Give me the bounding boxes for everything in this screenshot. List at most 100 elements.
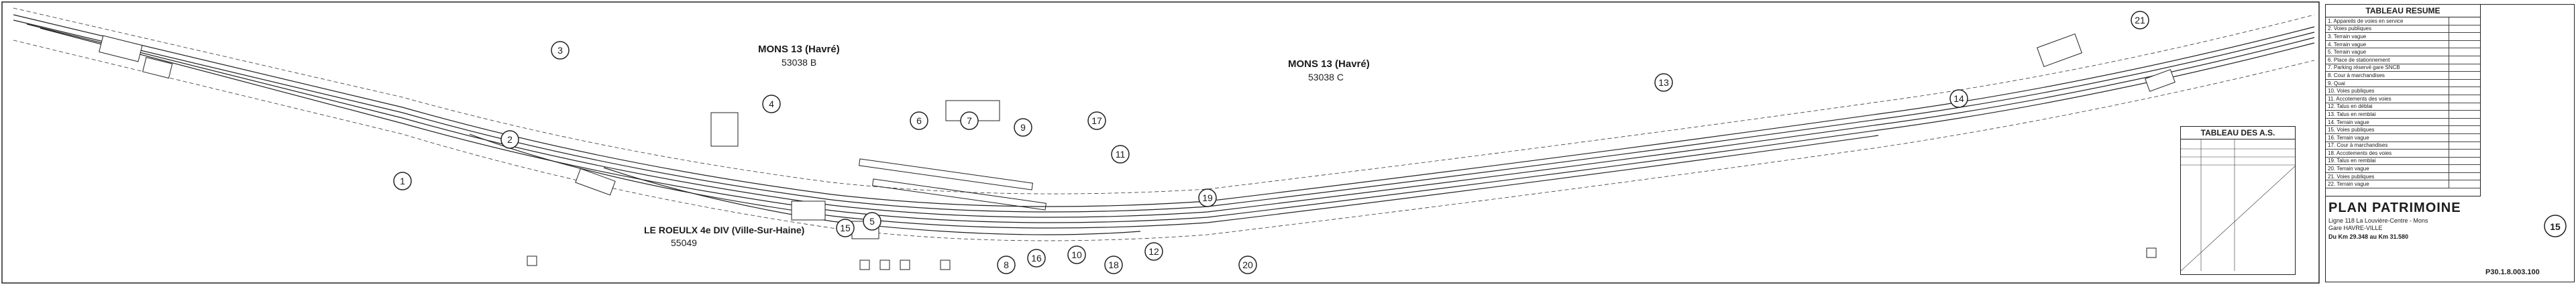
resume-label: 3. Terrain vague	[2326, 32, 2449, 41]
resume-label: 22. Terrain vague	[2326, 180, 2449, 189]
resume-label: 14. Terrain vague	[2326, 118, 2449, 127]
resume-label: 7. Parking réservé gare SNCB	[2326, 64, 2449, 72]
parcel-boundaries	[13, 7, 2315, 241]
resume-row: 6. Place de stationnement	[2326, 56, 2480, 64]
parcel-circle-1	[393, 172, 412, 190]
cartouche-ref: P30.1.8.003.100	[2485, 268, 2540, 276]
parcel-circle-11	[1111, 145, 1130, 164]
parcel-circle-13	[1654, 73, 1673, 92]
resume-row: 21. Voies publiques	[2326, 172, 2480, 181]
parcel-number-2: 2	[507, 134, 513, 145]
parcel-circle-17	[1087, 111, 1106, 130]
parcel-number-16: 16	[1031, 253, 1042, 264]
parcel-circle-20	[1238, 255, 1257, 274]
parcel-number-3: 3	[557, 45, 563, 56]
cartouche-side: 15 P30.1.8.003.100	[2481, 199, 2573, 280]
resume-row: 16. Terrain vague	[2326, 133, 2480, 142]
cartouche-badge: 15	[2550, 221, 2561, 232]
resume-label: 8. Cour à marchandises	[2326, 71, 2449, 80]
parcel-circle-9	[1014, 118, 1032, 137]
resume-value	[2449, 172, 2480, 181]
resume-row: 3. Terrain vague	[2326, 32, 2480, 41]
resume-label: 17. Cour à marchandises	[2326, 141, 2449, 150]
buildings	[99, 34, 2176, 239]
resume-row: 15. Voies publiques	[2326, 125, 2480, 134]
resume-value	[2449, 95, 2480, 103]
resume-value	[2449, 79, 2480, 88]
tableau-as-panel: TABLEAU DES A.S.	[2180, 126, 2296, 275]
parcel-circle-10	[1067, 245, 1086, 264]
resume-row: 19. Talus en remblai	[2326, 157, 2480, 166]
parcel-number-20: 20	[1242, 260, 1253, 270]
resume-value	[2449, 32, 2480, 41]
resume-value	[2449, 103, 2480, 111]
parcel-circle-4	[762, 95, 781, 113]
parcel-circle-7	[960, 111, 979, 130]
tableau-as-title: TABLEAU DES A.S.	[2181, 127, 2295, 139]
resume-value	[2449, 133, 2480, 142]
resume-label: 5. Terrain vague	[2326, 48, 2449, 56]
resume-label: 11. Accotements des voies	[2326, 95, 2449, 103]
resume-value	[2449, 64, 2480, 72]
resume-value	[2449, 110, 2480, 119]
resume-row: 8. Cour à marchandises	[2326, 71, 2480, 80]
label-mons-right-code: 53038 C	[1308, 72, 1344, 82]
parcel-circle-15	[836, 219, 855, 237]
resume-value	[2449, 157, 2480, 166]
parcel-number-17: 17	[1091, 115, 1102, 126]
parcel-number-21: 21	[2135, 15, 2145, 25]
cartouche-title: PLAN PATRIMOINE	[2328, 201, 2461, 215]
resume-label: 21. Voies publiques	[2326, 172, 2449, 181]
resume-label: 6. Place de stationnement	[2326, 56, 2449, 64]
station-platforms	[859, 158, 1046, 211]
resume-label: 9. Quai	[2326, 79, 2449, 88]
resume-row: 17. Cour à marchandises	[2326, 141, 2480, 150]
resume-value	[2449, 56, 2480, 64]
resume-label: 15. Voies publiques	[2326, 125, 2449, 134]
parcel-circle-16	[1027, 249, 1046, 268]
parcel-number-18: 18	[1108, 260, 1119, 270]
parcel-number-7: 7	[967, 115, 972, 126]
resume-row: 11. Accotements des voies	[2326, 95, 2480, 103]
parcel-number-11: 11	[1116, 149, 1126, 160]
cartouche-gare: Gare HAVRE-VILLE	[2328, 225, 2383, 231]
parcel-number-1: 1	[400, 176, 405, 186]
parcel-number-12: 12	[1148, 246, 1159, 257]
cartouche-km: Du Km 29.348 au Km 31.580	[2328, 233, 2409, 240]
resume-value	[2449, 40, 2480, 49]
resume-value	[2449, 180, 2480, 189]
resume-value	[2449, 17, 2480, 25]
resume-label: 20. Terrain vague	[2326, 164, 2449, 173]
cartouche: PLAN PATRIMOINE Ligne 118 La Louvière-Ce…	[2326, 199, 2480, 280]
resume-row: 14. Terrain vague	[2326, 118, 2480, 127]
resume-row: 9. Quai	[2326, 79, 2480, 88]
resume-label: 12. Talus en déblai	[2326, 103, 2449, 111]
label-roeulx-code: 55049	[671, 237, 697, 248]
railway-plan: MONS 13 (Havré) 53038 B MONS 13 (Havré) …	[1, 1, 2320, 284]
resume-label: 13. Talus en remblai	[2326, 110, 2449, 119]
parcel-number-6: 6	[916, 115, 922, 126]
parcel-circle-19	[1198, 188, 1217, 207]
resume-row: 4. Terrain vague	[2326, 40, 2480, 49]
parcel-number-19: 19	[1202, 192, 1213, 203]
parcel-number-10: 10	[1071, 249, 1082, 260]
resume-label: 4. Terrain vague	[2326, 40, 2449, 49]
resume-row: 13. Talus en remblai	[2326, 110, 2480, 119]
resume-label: 2. Voies publiques	[2326, 25, 2449, 34]
title-block: TABLEAU RESUME 1. Appareils de voies en …	[2325, 4, 2575, 282]
parcel-circle-8	[997, 255, 1016, 274]
label-mons-left-code: 53038 B	[782, 57, 816, 68]
label-mons-right: MONS 13 (Havré)	[1288, 58, 1370, 70]
resume-value	[2449, 164, 2480, 173]
parcel-number-5: 5	[869, 216, 875, 227]
cartouche-line: Ligne 118 La Louvière-Centre - Mons	[2328, 217, 2428, 224]
resume-value	[2449, 141, 2480, 150]
label-mons-left: MONS 13 (Havré)	[758, 44, 840, 55]
resume-row: 5. Terrain vague	[2326, 48, 2480, 56]
label-roeulx: LE ROEULX 4e DIV (Ville-Sur-Haine)	[644, 225, 804, 235]
resume-value	[2449, 87, 2480, 95]
parcel-circle-21	[2131, 11, 2149, 30]
resume-value	[2449, 71, 2480, 80]
resume-row: 1. Appareils de voies en service	[2326, 17, 2480, 25]
